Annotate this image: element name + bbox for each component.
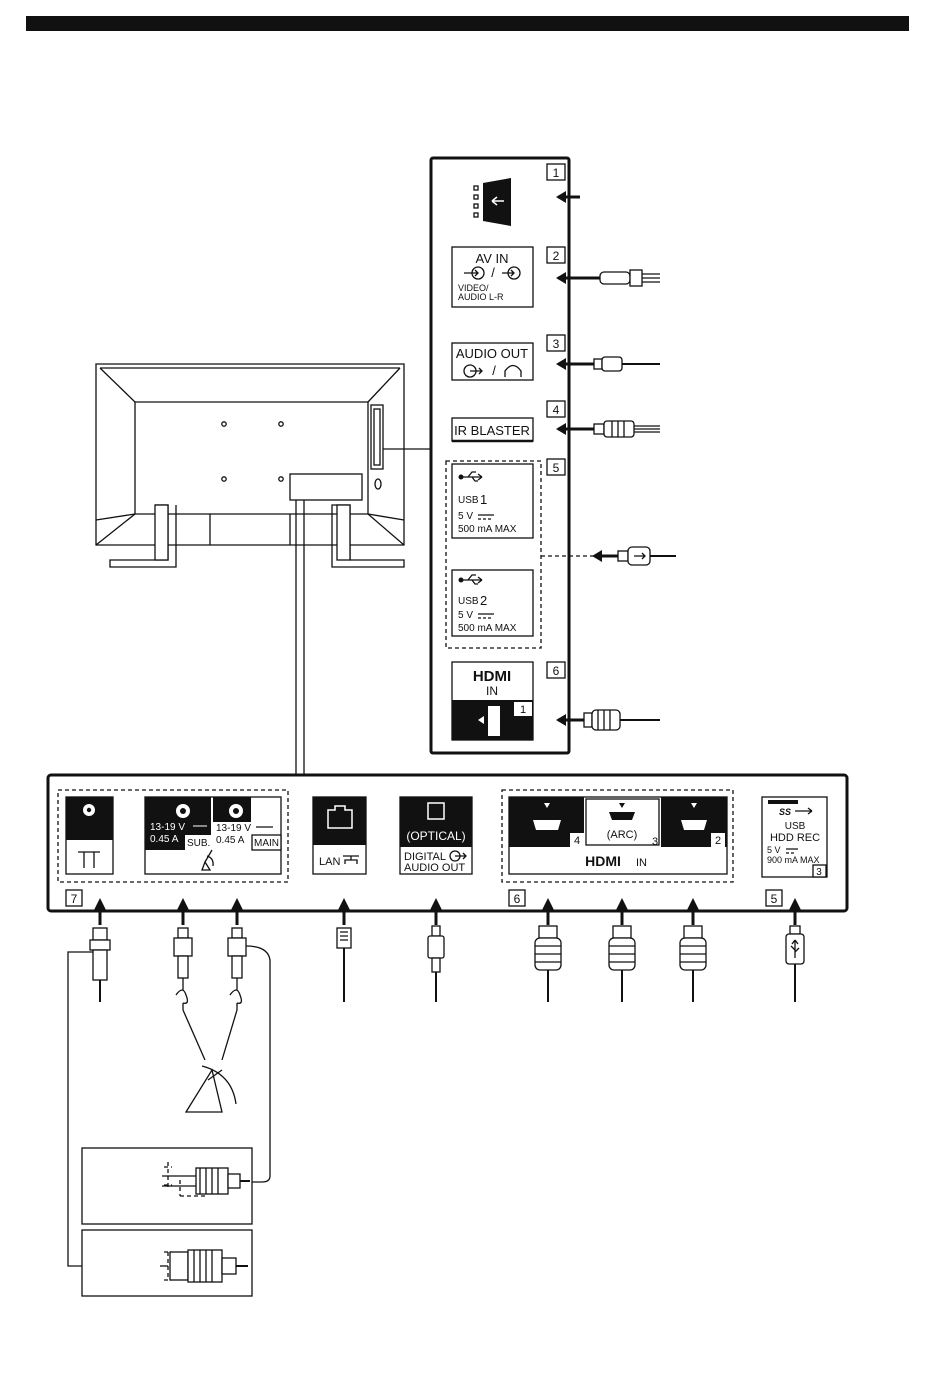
optical-cable-icon bbox=[428, 926, 444, 1002]
svg-text:/: / bbox=[492, 363, 496, 378]
svg-text:2: 2 bbox=[715, 835, 721, 847]
svg-text:13-19 V: 13-19 V bbox=[150, 822, 185, 833]
svg-text:IR BLASTER: IR BLASTER bbox=[454, 423, 530, 438]
svg-text:USB: USB bbox=[785, 821, 806, 832]
digital-audio-out-optical-port: (OPTICAL) DIGITAL AUDIO OUT bbox=[400, 797, 472, 874]
svg-text:3: 3 bbox=[816, 867, 822, 878]
antenna-cable-icon bbox=[90, 928, 110, 1002]
svg-text:HDMI: HDMI bbox=[473, 668, 511, 685]
svg-text:4: 4 bbox=[574, 835, 580, 847]
svg-text:5 V: 5 V bbox=[458, 610, 473, 621]
svg-text:1: 1 bbox=[553, 166, 560, 180]
svg-text:3: 3 bbox=[553, 337, 560, 351]
hdmi-cable-icon bbox=[680, 926, 706, 1002]
svg-text:5 V: 5 V bbox=[767, 845, 781, 855]
svg-text:LAN: LAN bbox=[319, 856, 340, 868]
svg-text:HDMI: HDMI bbox=[585, 853, 621, 869]
hdmi-cable-icon bbox=[609, 926, 635, 1002]
svg-text:IN: IN bbox=[636, 857, 647, 869]
svg-text:USB: USB bbox=[458, 596, 479, 607]
svg-text:MAIN: MAIN bbox=[254, 838, 279, 849]
svg-text:4: 4 bbox=[553, 403, 560, 417]
hdmi-cable-icon bbox=[584, 710, 660, 730]
svg-text:500 mA MAX: 500 mA MAX bbox=[458, 623, 517, 634]
lan-port: LAN bbox=[313, 797, 366, 874]
svg-text:6: 6 bbox=[514, 892, 521, 906]
hdmi-cable-icon bbox=[535, 926, 561, 1002]
lan-cable-icon bbox=[337, 928, 351, 1002]
svg-text:AV IN: AV IN bbox=[476, 251, 509, 266]
svg-text:SUB.: SUB. bbox=[187, 838, 210, 849]
svg-text:500 mA MAX: 500 mA MAX bbox=[458, 524, 517, 535]
tv-rear-illustration bbox=[96, 364, 404, 567]
svg-text:5 V: 5 V bbox=[458, 511, 473, 522]
svg-text:USB: USB bbox=[458, 495, 479, 506]
av-cable-icon bbox=[584, 270, 660, 286]
svg-text:/: / bbox=[491, 265, 495, 280]
svg-text:(OPTICAL): (OPTICAL) bbox=[406, 829, 465, 843]
usb-cable-icon bbox=[618, 547, 676, 565]
svg-text:2: 2 bbox=[480, 593, 487, 608]
svg-text:AUDIO OUT: AUDIO OUT bbox=[456, 346, 528, 361]
svg-text:0.45 A: 0.45 A bbox=[150, 834, 179, 845]
svg-text:6: 6 bbox=[553, 664, 560, 678]
svg-text:7: 7 bbox=[71, 892, 78, 906]
svg-text:IN: IN bbox=[486, 684, 498, 698]
svg-text:1: 1 bbox=[520, 704, 526, 716]
svg-text:SS: SS bbox=[779, 807, 791, 817]
svg-text:5: 5 bbox=[553, 461, 560, 475]
usb-cable-icon bbox=[786, 926, 804, 1002]
ir-blaster-cable-icon bbox=[594, 421, 660, 437]
svg-text:13-19 V: 13-19 V bbox=[216, 823, 251, 834]
svg-text:1: 1 bbox=[480, 492, 487, 507]
svg-text:900 mA MAX: 900 mA MAX bbox=[767, 855, 820, 865]
svg-text:HDD REC: HDD REC bbox=[770, 832, 820, 844]
svg-text:0.45 A: 0.45 A bbox=[216, 835, 245, 846]
svg-text:(ARC): (ARC) bbox=[607, 829, 638, 841]
satellite-cable-icon bbox=[174, 928, 246, 1060]
header-bar bbox=[26, 16, 909, 31]
svg-text:5: 5 bbox=[771, 892, 778, 906]
svg-text:AUDIO OUT: AUDIO OUT bbox=[404, 862, 465, 874]
mini-jack-cable-icon bbox=[594, 357, 660, 371]
iec-connector-detail bbox=[82, 1230, 252, 1296]
svg-text:AUDIO L-R: AUDIO L-R bbox=[458, 292, 504, 302]
svg-text:3: 3 bbox=[652, 836, 658, 848]
satellite-dish-icon bbox=[186, 1066, 236, 1112]
svg-text:2: 2 bbox=[553, 249, 560, 263]
f-connector-detail bbox=[82, 1148, 252, 1224]
